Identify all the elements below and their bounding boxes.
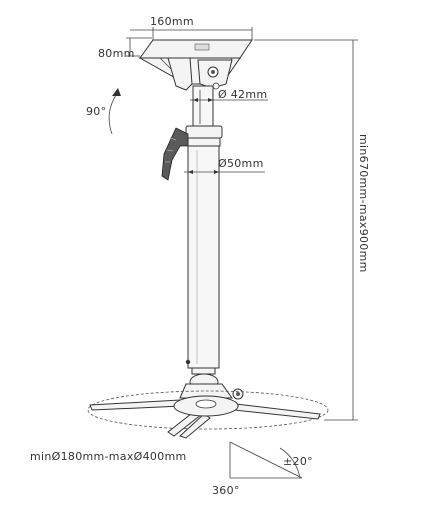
clamp-lever [161,127,189,181]
height-dimension: min670mm-max900mm [254,39,370,421]
upper-tube [192,85,214,129]
rotation-angle-label: 360° [212,484,240,497]
lower-tube [185,145,220,375]
plate-width-dimension: 160mm [130,15,253,40]
locking-collar [185,125,223,147]
pitch-angle-label: ±20° [283,455,313,468]
tilt-angle-label: 90° [86,105,106,118]
lower-tube-diameter-dimension: Ø50mm [184,157,265,174]
plate-depth-dimension: 80mm [98,37,152,60]
hinge-bracket [167,57,233,91]
spider-bracket [87,390,329,439]
height-range-label: min670mm-max900mm [357,134,370,273]
tilt-head [179,373,244,400]
tilt-arrow: 90° [86,88,121,135]
ceiling-plate [138,39,253,85]
lower-tube-diameter-label: Ø50mm [218,157,264,170]
arm-span-label: minØ180mm-maxØ400mm [30,450,187,463]
plate-depth-label: 80mm [98,47,135,60]
upper-tube-diameter-dimension: Ø 42mm [190,88,268,102]
pitch-rotation-indicator: ±20° 360° [212,441,313,497]
plate-width-label: 160mm [150,15,194,28]
upper-tube-diameter-label: Ø 42mm [218,88,267,101]
